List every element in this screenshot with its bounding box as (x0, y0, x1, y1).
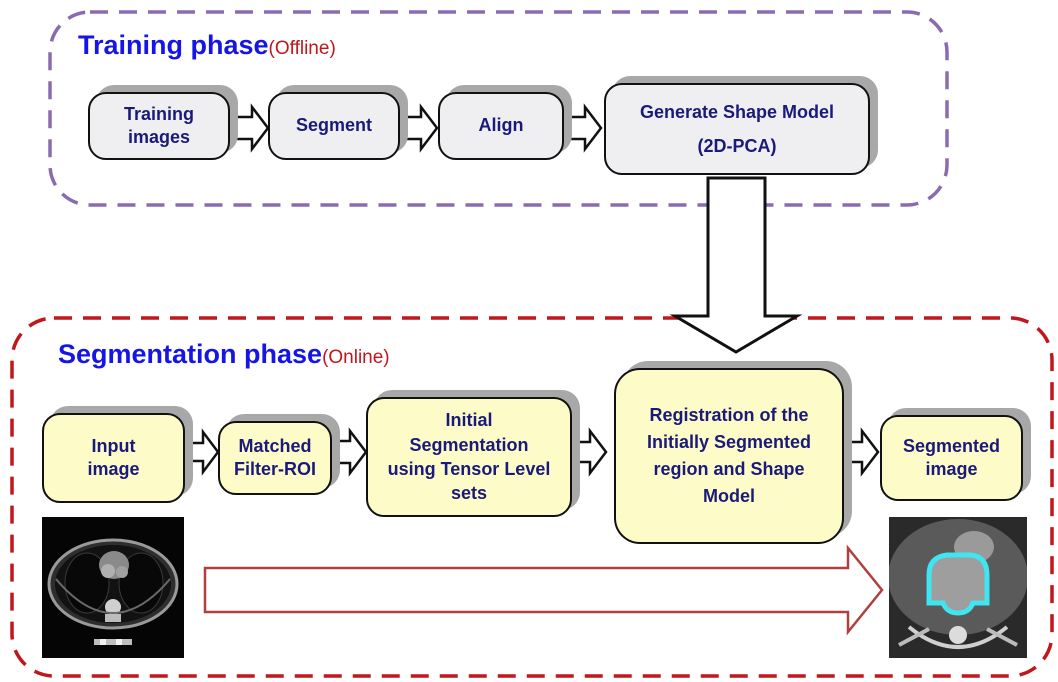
step-align: Align (438, 92, 564, 160)
arrow-seg-4 (843, 427, 880, 477)
arrow-train-2 (400, 103, 439, 153)
step-registration: Registration of the Initially Segmented … (614, 368, 844, 544)
segmentation-phase-mode: (Online) (322, 347, 390, 368)
segmented-ct-scan-drawing (889, 517, 1027, 658)
step-initial-segmentation: Initial Segmentation using Tensor Level … (366, 397, 572, 517)
step-segmented-image-label: Segmented image (902, 435, 1001, 479)
arrow-train-3 (564, 103, 603, 153)
step-initial-segmentation-label: Initial Segmentation using Tensor Level … (387, 410, 551, 504)
step-align-label: Align (478, 115, 524, 136)
segmentation-phase-border (10, 316, 1054, 678)
training-phase-border (48, 10, 949, 207)
segmented-ct-image (889, 517, 1027, 658)
arrow-train-1 (230, 103, 270, 153)
segmentation-phase-label: Segmentation phase (58, 339, 323, 369)
step-segment-label: Segment (295, 115, 373, 136)
input-ct-image (42, 517, 184, 658)
segmentation-phase-title: Segmentation phase(Online) (58, 341, 390, 368)
arrow-seg-2 (332, 427, 368, 477)
step-input-image-label: Input image (87, 435, 140, 479)
arrow-seg-3 (572, 427, 608, 477)
input-ct-scan-drawing (42, 517, 184, 658)
step-generate-shape-model-label: Generate Shape Model (2D-PCA) (639, 101, 835, 156)
step-matched-filter-roi-label: Matched Filter-ROI (233, 435, 316, 479)
arrow-input-to-output (203, 544, 884, 636)
step-segment: Segment (268, 92, 400, 160)
training-phase-mode: (Offline) (268, 38, 336, 59)
training-phase-label: Training phase (78, 30, 269, 60)
step-generate-shape-model: Generate Shape Model (2D-PCA) (604, 83, 870, 175)
step-registration-label: Registration of the Initially Segmented … (646, 405, 812, 506)
step-matched-filter-roi: Matched Filter-ROI (218, 421, 332, 495)
step-segmented-image: Segmented image (880, 415, 1023, 501)
step-input-image: Input image (42, 413, 185, 503)
step-training-images: Training images (88, 92, 230, 160)
training-phase-title: Training phase(Offline) (78, 32, 336, 59)
arrow-shape-model-down (669, 176, 803, 354)
step-training-images-label: Training images (123, 103, 194, 147)
arrow-seg-1 (185, 428, 220, 476)
